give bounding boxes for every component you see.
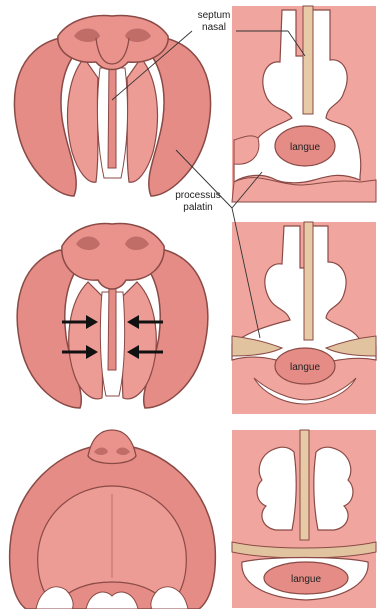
septum-bar	[300, 430, 309, 540]
septum-label-line2: nasal	[202, 22, 226, 33]
septum-bar	[304, 222, 313, 340]
nose	[88, 430, 136, 464]
processus-label-line1: processus	[175, 190, 221, 201]
frontonasal-process	[58, 16, 168, 70]
tongue-label-stage-1: langue	[290, 142, 320, 153]
septum-bar	[303, 6, 313, 114]
cross-section-stage-1	[232, 6, 376, 202]
frontonasal-process	[62, 224, 164, 289]
septum-label-line1: septum	[198, 10, 231, 21]
face-view-stage-2	[17, 224, 208, 408]
nasal-cavity-left	[257, 447, 296, 530]
septum-stalk	[108, 284, 116, 370]
tongue-label-stage-3: langue	[291, 574, 321, 585]
cross-section-stage-2	[232, 222, 376, 414]
face-view-stage-3	[10, 430, 216, 609]
processus-label-line2: palatin	[183, 202, 212, 213]
face-view-stage-1	[14, 16, 210, 196]
septum-stalk	[108, 62, 116, 168]
tongue-label-stage-2: langue	[290, 362, 320, 373]
nasal-cavity-right	[314, 447, 353, 530]
